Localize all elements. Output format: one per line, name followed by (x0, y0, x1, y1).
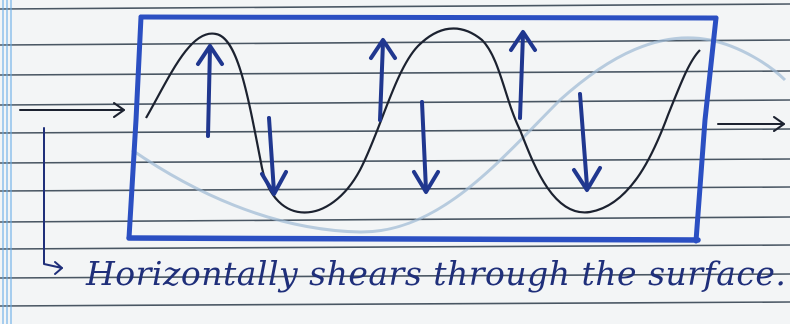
arrow-down (572, 92, 602, 192)
wave-curve (145, 27, 701, 214)
ruled-line (0, 244, 790, 250)
incoming-arrow (19, 102, 125, 118)
arrow-up (196, 44, 224, 138)
medium-box (126, 14, 719, 244)
caption-pointer (43, 127, 63, 275)
ruled-line (0, 70, 790, 76)
ruled-line (0, 99, 790, 106)
arrow-up (369, 38, 397, 122)
ruled-line (0, 273, 790, 279)
margin-lines (2, 0, 12, 324)
horizontal-arrows (19, 102, 785, 132)
arrow-down (260, 116, 288, 196)
ruled-line (0, 301, 790, 307)
arrow-down (412, 100, 440, 194)
ruled-line (0, 3, 790, 10)
caption-text: Horizontally shears through the surface. (85, 254, 786, 293)
vertical-arrows (196, 30, 602, 196)
ruled-line (0, 128, 790, 134)
arrow-up (509, 30, 537, 120)
outgoing-arrow (717, 116, 785, 132)
